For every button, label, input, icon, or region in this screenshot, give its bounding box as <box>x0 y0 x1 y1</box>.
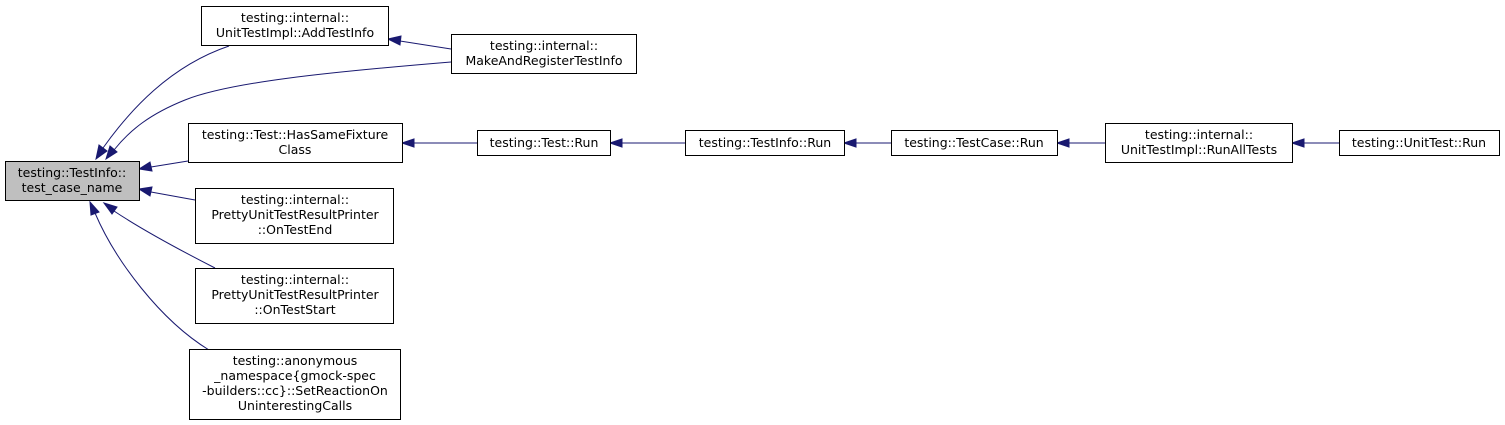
edge-testinfo-run-arrowhead <box>608 138 623 148</box>
edge-on-test-start <box>113 210 216 269</box>
node-set-reaction[interactable]: testing::anonymous _namespace{gmock-spec… <box>189 349 401 420</box>
node-test-case-name[interactable]: testing::TestInfo:: test_case_name <box>5 161 140 201</box>
edge-make-to-add-arrowhead <box>386 35 402 46</box>
node-on-test-end-line-3: ::OnTestEnd <box>258 222 333 237</box>
edge-make-and-register-arrowhead <box>105 145 118 161</box>
node-add-test-info[interactable]: testing::internal:: UnitTestImpl::AddTes… <box>201 6 389 46</box>
edges-layer <box>89 35 1339 351</box>
node-testcase-run-label: testing::TestCase::Run <box>904 135 1043 150</box>
node-on-test-start[interactable]: testing::internal:: PrettyUnitTestResult… <box>195 268 394 324</box>
node-on-test-start-line-1: testing::internal:: <box>241 272 349 287</box>
node-run-all-tests-line-1: testing::internal:: <box>1145 127 1253 142</box>
edge-add-test-info-arrowhead <box>95 144 108 161</box>
edge-testcase-run-arrowhead <box>842 138 857 148</box>
node-set-reaction-line-3: -builders::cc}::SetReactionOn <box>202 383 388 398</box>
node-on-test-end[interactable]: testing::internal:: PrettyUnitTestResult… <box>195 188 394 244</box>
node-on-test-end-line-1: testing::internal:: <box>241 192 349 207</box>
node-testcase-run[interactable]: testing::TestCase::Run <box>891 130 1058 156</box>
node-testinfo-run-label: testing::TestInfo::Run <box>699 135 831 150</box>
edge-has-same-fixture <box>150 160 189 168</box>
edge-run-all-tests-arrowhead <box>1055 138 1070 148</box>
node-unittest-run[interactable]: testing::UnitTest::Run <box>1339 130 1500 156</box>
node-set-reaction-line-1: testing::anonymous <box>233 353 358 368</box>
edge-on-test-end-arrowhead <box>137 186 153 197</box>
node-make-and-register[interactable]: testing::internal:: MakeAndRegisterTestI… <box>451 34 637 74</box>
node-add-test-info-line-1: testing::internal:: <box>241 10 349 25</box>
node-make-and-register-line-2: MakeAndRegisterTestInfo <box>465 53 622 68</box>
node-has-same-fixture-line-1: testing::Test::HasSameFixture <box>202 127 389 142</box>
node-unittest-run-label: testing::UnitTest::Run <box>1352 135 1486 150</box>
node-make-and-register-line-1: testing::internal:: <box>490 38 598 53</box>
node-set-reaction-line-2: _namespace{gmock-spec <box>213 368 376 383</box>
edge-set-reaction-arrowhead <box>89 200 100 216</box>
node-add-test-info-line-2: UnitTestImpl::AddTestInfo <box>216 25 374 40</box>
edge-on-test-end <box>150 191 196 201</box>
node-run-all-tests-line-2: UnitTestImpl::RunAllTests <box>1121 142 1277 157</box>
node-on-test-end-line-2: PrettyUnitTestResultPrinter <box>211 207 379 222</box>
node-on-test-start-line-2: PrettyUnitTestResultPrinter <box>211 287 379 302</box>
edge-on-test-start-arrowhead <box>102 202 118 215</box>
node-has-same-fixture-line-2: Class <box>279 142 312 157</box>
edge-make-to-add <box>399 40 452 50</box>
node-testinfo-run[interactable]: testing::TestInfo::Run <box>685 130 845 156</box>
nodes-layer: testing::TestInfo:: test_case_name testi… <box>5 6 1500 420</box>
node-on-test-start-line-3: ::OnTestStart <box>254 302 335 317</box>
node-test-case-name-line-2: test_case_name <box>22 180 123 195</box>
node-test-run-label: testing::Test::Run <box>490 135 599 150</box>
edge-has-same-fixture-arrowhead <box>137 161 153 172</box>
edge-test-run-arrowhead <box>400 138 415 148</box>
edge-add-test-info <box>102 45 230 149</box>
node-test-run[interactable]: testing::Test::Run <box>477 130 611 156</box>
edge-set-reaction <box>94 212 210 351</box>
node-has-same-fixture[interactable]: testing::Test::HasSameFixture Class <box>188 123 403 163</box>
edge-make-and-register <box>113 61 452 151</box>
node-test-case-name-line-1: testing::TestInfo:: <box>18 165 126 180</box>
node-set-reaction-line-4: UninterestingCalls <box>238 398 352 413</box>
node-run-all-tests[interactable]: testing::internal:: UnitTestImpl::RunAll… <box>1105 123 1293 163</box>
edge-unittest-run-arrowhead <box>1290 138 1305 148</box>
